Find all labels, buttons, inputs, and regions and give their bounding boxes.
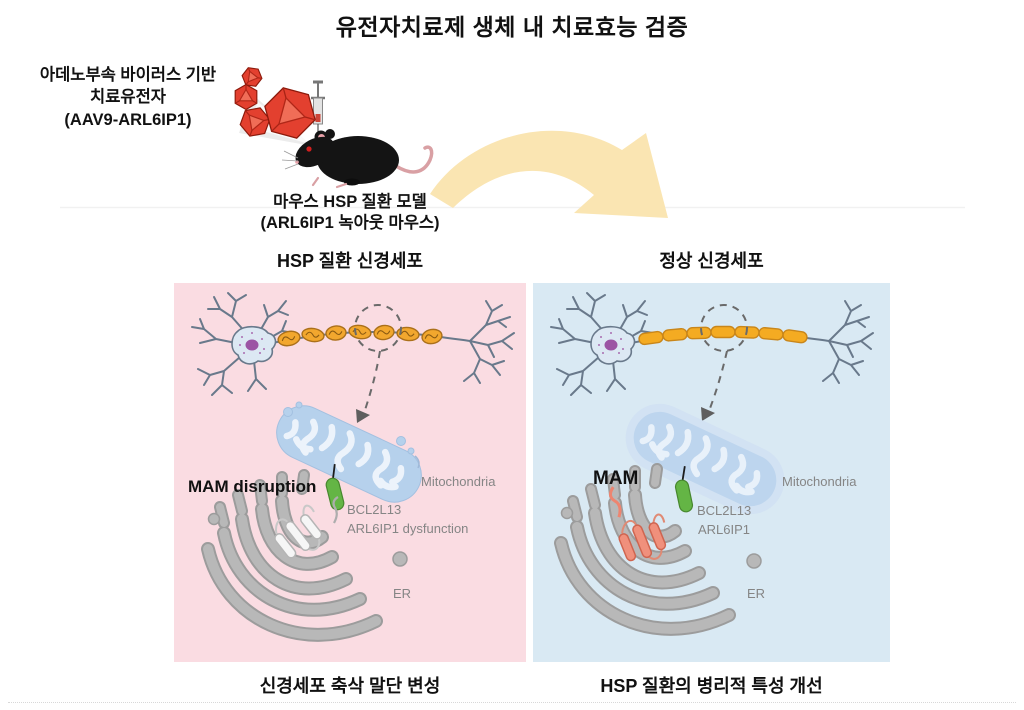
virus-label-line2: 치료유전자 xyxy=(90,88,166,107)
axon-terminals-icon xyxy=(822,300,874,384)
normal-neuron-illustration xyxy=(550,292,874,636)
er-label: ER xyxy=(747,586,766,601)
mouse-icon xyxy=(281,129,434,189)
nissl-dots-icon xyxy=(239,332,265,354)
arl6ip1-protein-icon xyxy=(608,486,667,562)
mitochondria-icon xyxy=(276,401,422,503)
er-icon xyxy=(201,469,408,642)
er-label: ER xyxy=(393,586,412,601)
left-panel-caption: 신경세포 축삭 말단 변성 xyxy=(259,676,441,696)
zoom-arrow-icon xyxy=(708,350,728,412)
virus-particles-icon xyxy=(234,67,316,139)
mitochondria-icon xyxy=(625,403,785,515)
bcl2l13-label: BCL2L13 xyxy=(347,502,402,517)
bcl2l13-protein-icon xyxy=(325,464,345,511)
nucleus-icon xyxy=(245,339,259,351)
normal-myelin-icon xyxy=(638,325,808,346)
header-illustration xyxy=(60,67,965,218)
nissl-dots-icon xyxy=(598,332,624,354)
hsp-disease-panel: MAM disruption Mitochondria BCL2L13 ARL6… xyxy=(174,283,526,662)
normal-neuron-panel: MAM Mitochondria BCL2L13 ARL6IP1 ER xyxy=(533,283,890,662)
nucleus-icon xyxy=(604,339,618,351)
virus-label-line1: 아데노부속 바이러스 기반 xyxy=(39,66,217,84)
mitochondria-label: Mitochondria xyxy=(421,474,496,489)
zoom-arrowhead-icon xyxy=(356,409,370,423)
bcl2l13-protein-icon xyxy=(674,466,694,513)
virus-label-line3: (AAV9-ARL6IP1) xyxy=(64,110,192,129)
mouse-label: 마우스 HSP 질환 모델 (ARL6IP1 녹아웃 마우스) xyxy=(228,192,472,235)
bottom-dotted-rule xyxy=(8,702,1016,703)
damaged-myelin-icon xyxy=(277,324,443,347)
er-icon xyxy=(554,463,762,636)
mouse-label-line2: (ARL6IP1 녹아웃 마우스) xyxy=(260,214,440,233)
zoom-circle-icon xyxy=(700,304,748,352)
mam-disruption-label: MAM disruption xyxy=(188,477,317,496)
arl6ip1-protein-icon xyxy=(274,504,323,559)
virus-label: 아데노부속 바이러스 기반 치료유전자 (AAV9-ARL6IP1) xyxy=(2,64,254,131)
mam-label: MAM xyxy=(593,468,639,489)
bcl2l13-label: BCL2L13 xyxy=(697,503,752,518)
right-panel-header: 정상 신경세포 xyxy=(659,251,764,271)
zoom-arrow-icon xyxy=(363,350,381,414)
figure-title: 유전자치료제 생체 내 치료효능 검증 xyxy=(335,14,689,40)
axon-terminals-icon xyxy=(463,300,515,384)
arl6ip1-label: ARL6IP1 xyxy=(698,522,751,537)
dendrites-icon xyxy=(191,292,295,396)
zoom-arrowhead-icon xyxy=(701,407,715,421)
mouse-label-line1: 마우스 HSP 질환 모델 xyxy=(273,193,427,211)
disease-neuron-illustration xyxy=(191,292,515,642)
zoom-circle-icon xyxy=(354,304,402,352)
right-panel-caption: HSP 질환의 병리적 특성 개선 xyxy=(600,676,823,696)
flow-arrow-icon xyxy=(430,130,668,218)
mitochondria-label: Mitochondria xyxy=(782,474,857,489)
arl6ip1-label: ARL6IP1 dysfunction xyxy=(347,521,469,536)
left-panel-header: HSP 질환 신경세포 xyxy=(276,251,424,271)
dendrites-icon xyxy=(550,292,654,396)
